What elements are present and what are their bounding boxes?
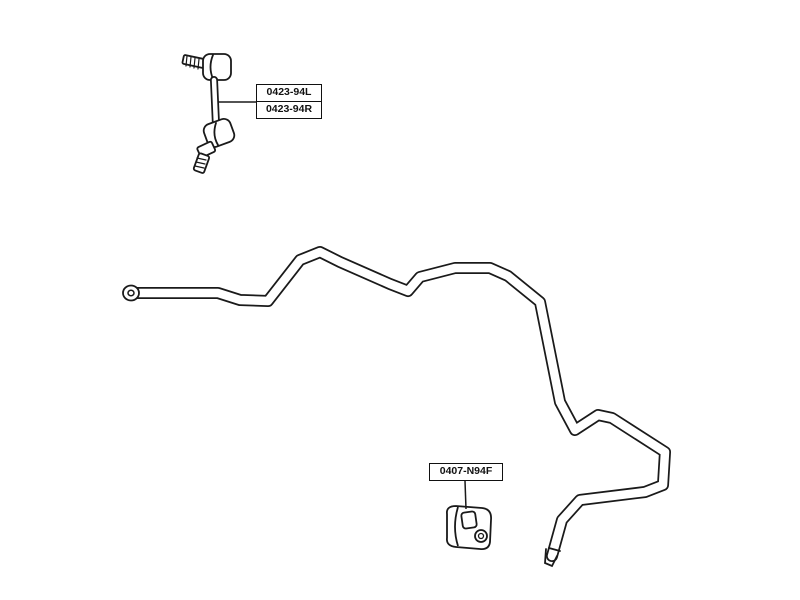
part-number-label-0423-94r[interactable]: 0423-94R [256, 101, 322, 119]
part-number-label-0407-n94f[interactable]: 0407-N94F [429, 463, 503, 481]
bar-end-eye-left [122, 284, 140, 302]
upper-stud [181, 54, 207, 70]
stabilizer-bar [128, 246, 671, 562]
bushing-leader-line [464, 480, 467, 510]
stabilizer-bushing-drawing [446, 505, 492, 551]
lower-stud [192, 140, 217, 174]
part-number-label-0423-94l[interactable]: 0423-94L [256, 84, 322, 102]
stabilizer-link-drawing [181, 53, 236, 174]
link-rod [210, 76, 220, 129]
upper-ball-joint [202, 53, 232, 81]
lower-ball-joint [202, 118, 236, 148]
bar-end-eye-right [544, 547, 561, 568]
